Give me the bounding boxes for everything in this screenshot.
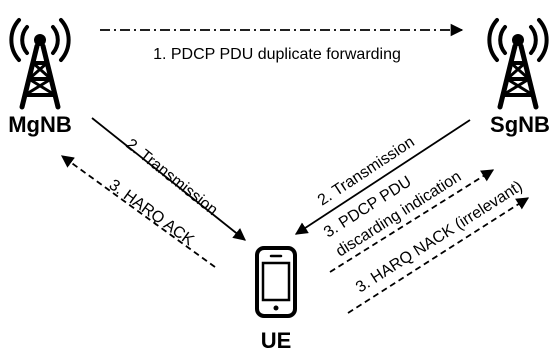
- mgnb-label: MgNB: [8, 112, 72, 137]
- sgnb-transmission-arrow: [294, 119, 471, 235]
- sgnb-tower-icon: [487, 18, 549, 110]
- duplicate-forwarding-label: 1. PDCP PDU duplicate forwarding: [153, 46, 401, 63]
- pdcp-discard-arrow: [329, 169, 495, 273]
- mgnb-transmission-arrow: [91, 117, 246, 241]
- harq-nack-arrow: [347, 197, 530, 314]
- harq-ack-arrow: [60, 155, 216, 268]
- ue-label: UE: [261, 328, 292, 353]
- ue-smartphone-icon: [255, 246, 297, 318]
- sgnb-label: SgNB: [490, 112, 550, 137]
- mgnb-tower-icon: [9, 18, 71, 110]
